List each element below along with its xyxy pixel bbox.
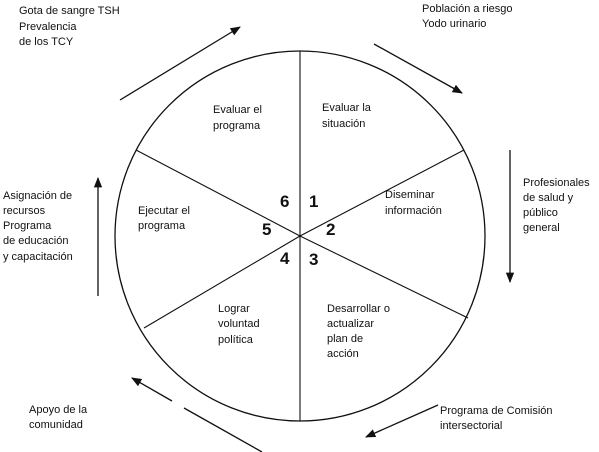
segment-number-6: 6	[280, 192, 289, 211]
cycle-arrows	[93, 26, 515, 452]
divider-upper-right	[299, 149, 465, 237]
outer-label-left: Asignación de recursos Programa de educa…	[3, 190, 75, 263]
segment-number-1: 1	[309, 192, 318, 211]
divider-upper-left	[135, 149, 301, 237]
arrow-bottom-right	[365, 404, 439, 438]
segment-1-label: Evaluar la situación	[322, 102, 374, 130]
segment-number-5: 5	[262, 220, 271, 239]
arrow-bottom-left-b	[131, 377, 173, 402]
arrow-bottom-left-a	[183, 407, 263, 452]
arrow-top-left	[119, 26, 241, 101]
outer-label-bottom-left: Apoyo de la comunidad	[29, 404, 90, 431]
outer-label-top-left: Gota de sangre TSH Prevalencia de los TC…	[19, 5, 123, 48]
segment-dividers	[135, 51, 469, 421]
outer-label-bottom-right: Programa de Comisión intersectorial	[440, 405, 556, 432]
outer-label-right: Profesionales de salud y público general	[523, 177, 593, 234]
segment-number-3: 3	[309, 250, 318, 269]
segment-4-label: Lograr voluntad política	[218, 303, 263, 346]
segment-2-label: Diseminar información	[385, 189, 442, 217]
divider-lower-right	[299, 235, 469, 319]
arrow-top-right	[373, 43, 463, 94]
segment-number-4: 4	[280, 249, 290, 268]
segment-6-label: Evaluar el programa	[213, 104, 265, 132]
outer-label-top-right: Población a riesgo Yodo urinario	[422, 3, 516, 30]
divider-lower-left	[143, 235, 301, 329]
segment-number-2: 2	[326, 220, 335, 239]
segment-5-label: Ejecutar el programa	[138, 205, 193, 232]
segment-3-label: Desarrollar o actualizar plan de acción	[327, 303, 393, 360]
